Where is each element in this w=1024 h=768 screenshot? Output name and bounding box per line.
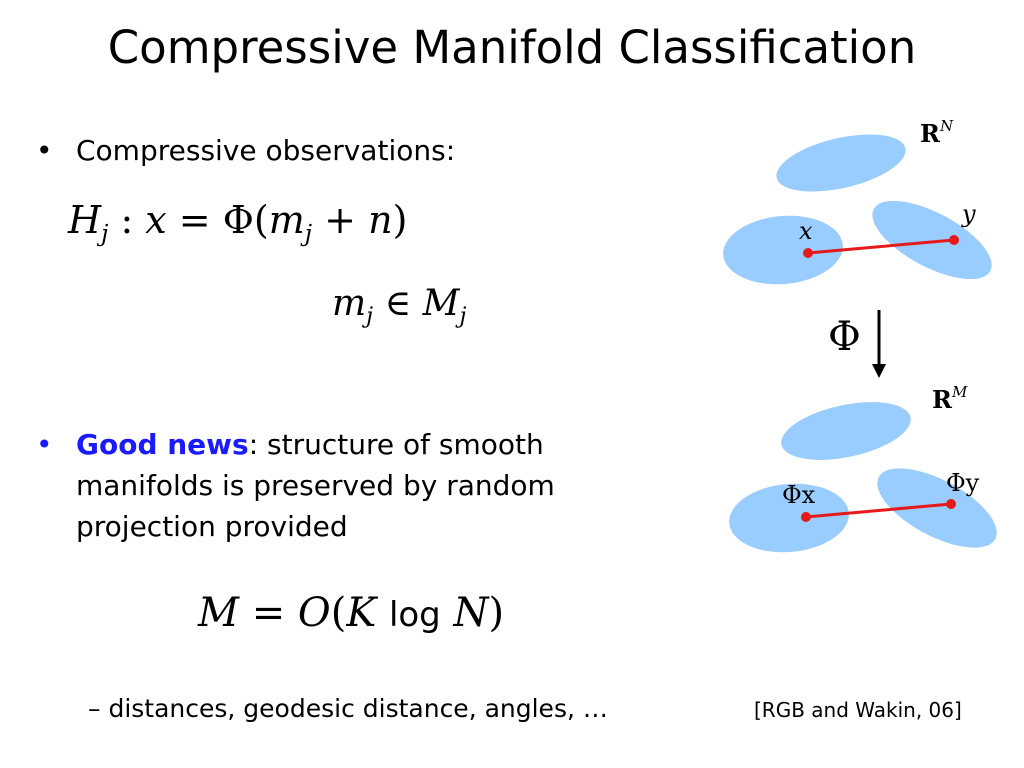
label-phix: Φx: [782, 481, 816, 509]
citation: [RGB and Wakin, 06]: [754, 698, 962, 722]
eq3-equals: =: [251, 590, 286, 636]
eq2-M: M: [422, 283, 460, 324]
point-phiy: [946, 499, 956, 509]
space-label-rm: RM: [932, 383, 968, 414]
eq1-colon: :: [120, 198, 134, 242]
label-y: y: [961, 200, 976, 228]
bullet-text: Good news: structure of smooth manifolds…: [76, 424, 555, 547]
hypothesis-equation: Hj:x = Φ(mj + n): [68, 198, 407, 247]
eq1-n: n: [368, 198, 393, 242]
eq1-m: m: [268, 198, 305, 242]
label-x: x: [799, 217, 813, 245]
arrow-label-phi: Φ: [828, 314, 861, 360]
label-phiy: Φy: [946, 469, 980, 497]
good-news-highlight: Good news: [76, 428, 249, 461]
point-y: [949, 235, 959, 245]
eq1-equals: =: [178, 198, 211, 242]
eq3-K: K: [346, 590, 377, 636]
manifold-bottom-1: [781, 402, 911, 460]
eq3-rparen: ): [488, 590, 505, 636]
eq1-x: x: [145, 198, 167, 242]
projection-diagram: RN x y Φ RM Φx Φy: [723, 117, 997, 553]
segment-phix-phiy: [805, 502, 952, 519]
point-x: [803, 248, 813, 258]
manifold-bottom-3: [877, 468, 997, 548]
eq2-in: ∈: [384, 283, 412, 324]
eq3-O: O: [297, 590, 331, 636]
bullet-text: Compressive observations:: [76, 134, 456, 167]
eq1-lparen: (: [253, 198, 269, 242]
manifold-top-1: [776, 134, 906, 192]
manifold-bottom-2: [729, 483, 849, 553]
segment-xy: [807, 238, 955, 255]
eq3-N: N: [453, 590, 489, 636]
eq3-M: M: [198, 590, 239, 636]
eq1-m-sub: j: [304, 219, 313, 248]
good-news-line3: projection provided: [76, 510, 348, 543]
point-phix: [801, 512, 811, 522]
eq1-phi: Φ: [222, 198, 254, 242]
eq1-lhs-sub: j: [101, 219, 109, 248]
bullet-compressive-observations: • Compressive observations:: [36, 130, 596, 171]
sub-bullet-preserved-quantities: – distances, geodesic distance, angles, …: [88, 694, 608, 723]
eq1-rparen: ): [392, 198, 408, 242]
eq2-M-sub: j: [459, 302, 467, 329]
eq2-m-sub: j: [366, 302, 374, 329]
good-news-line2: manifolds is preserved by random: [76, 469, 555, 502]
eq3-lparen: (: [330, 590, 347, 636]
bullet-dot: •: [36, 428, 53, 461]
eq1-plus: +: [324, 198, 357, 242]
dimension-equation: M = O(K log N): [198, 590, 504, 636]
bullet-dot: •: [36, 134, 53, 167]
good-news-line1: : structure of smooth: [248, 428, 544, 461]
eq3-log: log: [388, 595, 441, 635]
eq2-m: m: [332, 283, 367, 324]
bullet-good-news: • Good news: structure of smooth manifol…: [36, 424, 696, 550]
membership-equation: mj ∈ Mj: [332, 283, 466, 329]
projection-arrow-head: [872, 364, 886, 378]
manifold-top-2: [723, 215, 843, 285]
manifold-top-3: [872, 200, 992, 280]
slide-title: Compressive Manifold Classification: [107, 21, 917, 74]
eq1-lhs: H: [68, 198, 102, 242]
space-label-rn: RN: [920, 117, 954, 148]
